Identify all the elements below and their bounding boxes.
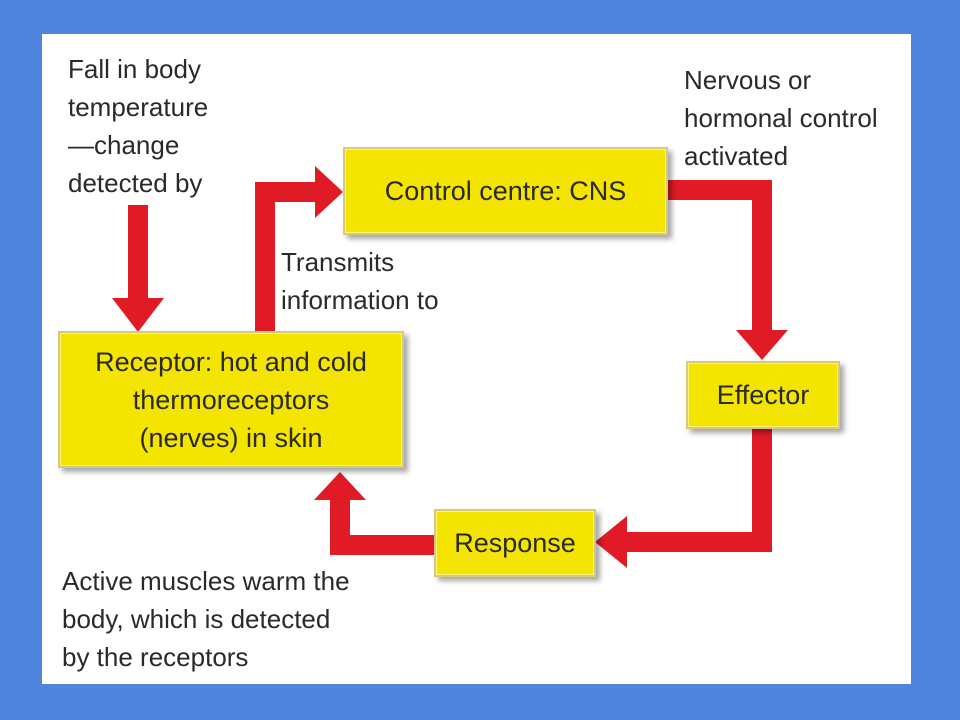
- response-to-receptor-arrow: [314, 472, 437, 555]
- stimulus-note-line-2: temperature: [68, 92, 209, 122]
- feedback-note: Active muscles warm the body, which is d…: [62, 562, 350, 676]
- transmits-note: Transmits information to: [281, 243, 439, 319]
- transmits-note-line-1: Transmits: [281, 247, 395, 277]
- transmits-note-line-2: information to: [281, 285, 439, 315]
- receptor-label-line-2: thermoreceptors: [132, 384, 330, 415]
- nervous-control-note: Nervous or hormonal control activated: [684, 61, 878, 175]
- stimulus-note-line-3: —change: [68, 130, 180, 160]
- effector-to-response-arrow: [595, 428, 772, 568]
- stimulus-note-line-1: Fall in body: [68, 54, 201, 84]
- receptor-label-line-1: Receptor: hot and cold: [95, 346, 367, 377]
- nervous-control-note-line-2: hormonal control: [684, 103, 878, 133]
- receptor-label-line-3: (nerves) in skin: [139, 422, 323, 453]
- stimulus-arrow: [112, 205, 164, 332]
- feedback-note-line-3: by the receptors: [62, 642, 249, 672]
- effector-box: Effector: [686, 361, 840, 429]
- response-label: Response: [454, 528, 576, 558]
- stimulus-note-line-4: detected by: [68, 168, 203, 198]
- feedback-note-line-2: body, which is detected: [62, 604, 331, 634]
- control-to-effector-arrow: [668, 180, 788, 360]
- control-centre-label: Control centre: CNS: [384, 176, 627, 206]
- effector-label: Effector: [716, 380, 810, 410]
- nervous-control-note-line-1: Nervous or: [684, 65, 812, 95]
- receptor-box: Receptor: hot and cold thermoreceptors (…: [58, 331, 404, 468]
- stimulus-note: Fall in body temperature —change detecte…: [68, 50, 208, 202]
- receptor-to-control-arrow: [255, 166, 343, 334]
- control-centre-box: Control centre: CNS: [343, 147, 668, 235]
- feedback-note-line-1: Active muscles warm the: [62, 566, 350, 596]
- nervous-control-note-line-3: activated: [684, 141, 789, 171]
- response-box: Response: [434, 509, 596, 577]
